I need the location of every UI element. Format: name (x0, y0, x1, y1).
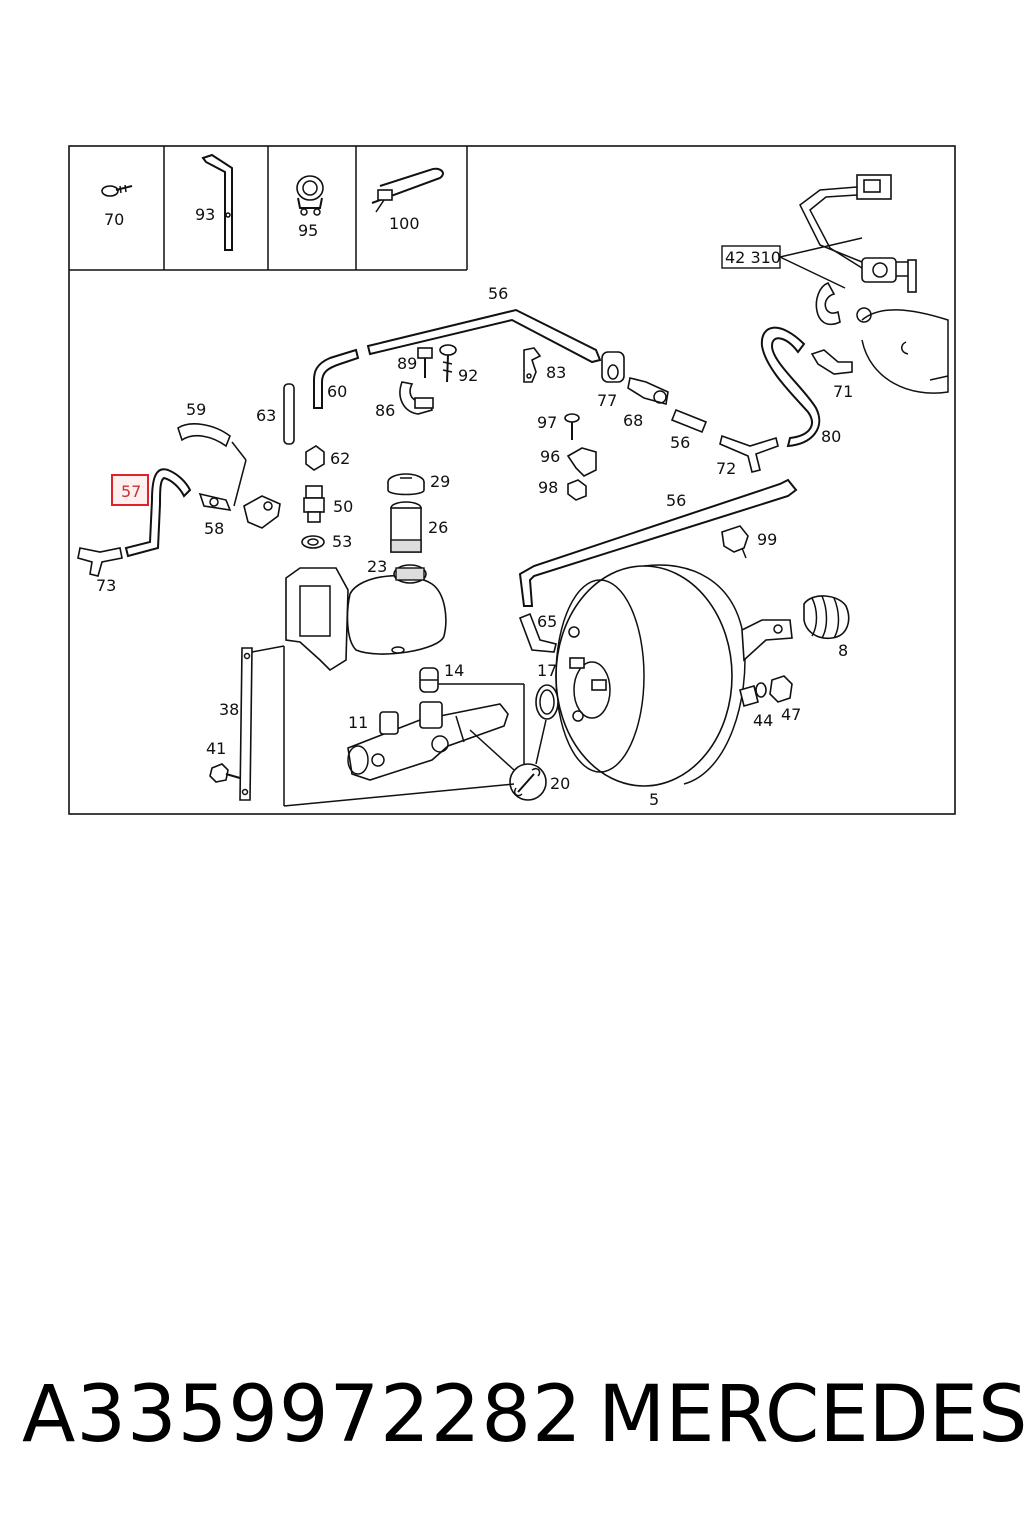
diagram-frame (68, 145, 956, 815)
label-97: 97 (537, 413, 557, 432)
tee-73-icon (77, 547, 123, 577)
inset-panel (69, 146, 468, 271)
label-100: 100 (389, 214, 420, 233)
screw-97-icon (564, 413, 580, 440)
brand-name: MERCEDES (598, 1370, 1024, 1460)
label-8: 8 (838, 641, 848, 660)
highlight-box-57 (111, 474, 149, 506)
label-56c: 56 (666, 491, 686, 510)
hose-57 (124, 468, 192, 558)
label-26: 26 (428, 518, 448, 537)
label-93: 93 (195, 205, 215, 224)
clip-96-icon (566, 447, 597, 477)
tee-72-icon (719, 434, 779, 473)
label-96: 96 (540, 447, 560, 466)
boot-8-icon (803, 595, 850, 640)
label-70: 70 (104, 210, 124, 229)
label-53: 53 (332, 532, 352, 551)
label-50: 50 (333, 497, 353, 516)
hose-60 (313, 348, 360, 409)
brake-booster-5 (555, 564, 793, 787)
filter-26-icon (390, 501, 422, 553)
reservoir-23 (285, 564, 447, 672)
wrench-20-icon (509, 763, 547, 801)
nut-62-icon (305, 445, 325, 471)
label-59: 59 (186, 400, 206, 419)
label-41: 41 (206, 739, 226, 758)
hose-59 (177, 423, 231, 448)
label-71: 71 (833, 382, 853, 401)
label-73: 73 (96, 576, 116, 595)
label-14: 14 (444, 661, 464, 680)
screw-70-icon (101, 184, 133, 197)
tube-63-icon (283, 383, 295, 445)
hose-56-top (366, 308, 602, 364)
label-80: 80 (821, 427, 841, 446)
cable-tie-100-icon (371, 167, 444, 213)
clamp-99-icon (721, 525, 749, 559)
label-57-highlighted: 57 (121, 482, 141, 501)
label-72: 72 (716, 459, 736, 478)
valve-near-58-icon (243, 495, 281, 529)
grommet-14-icon (419, 667, 439, 693)
label-62: 62 (330, 449, 350, 468)
label-65: 65 (537, 612, 557, 631)
label-63: 63 (256, 406, 276, 425)
hose-80 (760, 326, 821, 448)
hose-56-lower (518, 478, 798, 607)
label-56a: 56 (488, 284, 508, 303)
label-38: 38 (219, 700, 239, 719)
fitting-50-icon (303, 485, 325, 523)
label-99: 99 (757, 530, 777, 549)
clamp-86-icon (399, 381, 434, 415)
label-56b: 56 (670, 433, 690, 452)
label-58: 58 (204, 519, 224, 538)
label-29: 29 (430, 472, 450, 491)
label-95: 95 (298, 221, 318, 240)
label-20: 20 (550, 774, 570, 793)
clip-95-icon (296, 175, 324, 216)
elbow-71-icon (810, 349, 853, 375)
cap-29-icon (387, 473, 425, 496)
fitting-65-icon (518, 612, 557, 653)
bracket-93-icon (201, 153, 233, 251)
seal-53-icon (301, 535, 325, 549)
label-98: 98 (538, 478, 558, 497)
o-ring-17-icon (535, 684, 559, 720)
label-17: 17 (537, 661, 557, 680)
vacuum-switch-assembly (799, 174, 949, 394)
label-92: 92 (458, 366, 478, 385)
screw-92-icon (439, 344, 457, 383)
label-11: 11 (348, 713, 368, 732)
part-number: A3359972282 (22, 1370, 583, 1460)
hose-56-short (670, 408, 708, 434)
label-77: 77 (597, 391, 617, 410)
leader-lines (283, 646, 547, 807)
washer-44-icon (755, 682, 767, 698)
label-89: 89 (397, 354, 417, 373)
nut-98-icon (567, 479, 587, 501)
connector-58-icon (198, 492, 232, 512)
bracket-83-icon (523, 347, 542, 383)
label-5: 5 (649, 790, 659, 809)
label-68: 68 (623, 411, 643, 430)
nut-47-icon (769, 675, 793, 703)
check-valve-68-icon (627, 377, 669, 406)
grommet-77-icon (601, 351, 625, 383)
footer: A3359972282 MERCEDES (0, 1370, 1024, 1470)
bolt-89-icon (417, 347, 433, 378)
label-47: 47 (781, 705, 801, 724)
label-23: 23 (367, 557, 387, 576)
ref-label-42310: 42 310 (725, 248, 781, 267)
bolt-41-icon (209, 763, 241, 783)
label-86: 86 (375, 401, 395, 420)
label-44: 44 (753, 711, 773, 730)
strap-38-icon (239, 645, 285, 801)
label-60: 60 (327, 382, 347, 401)
master-cylinder-11 (347, 701, 509, 781)
label-83: 83 (546, 363, 566, 382)
